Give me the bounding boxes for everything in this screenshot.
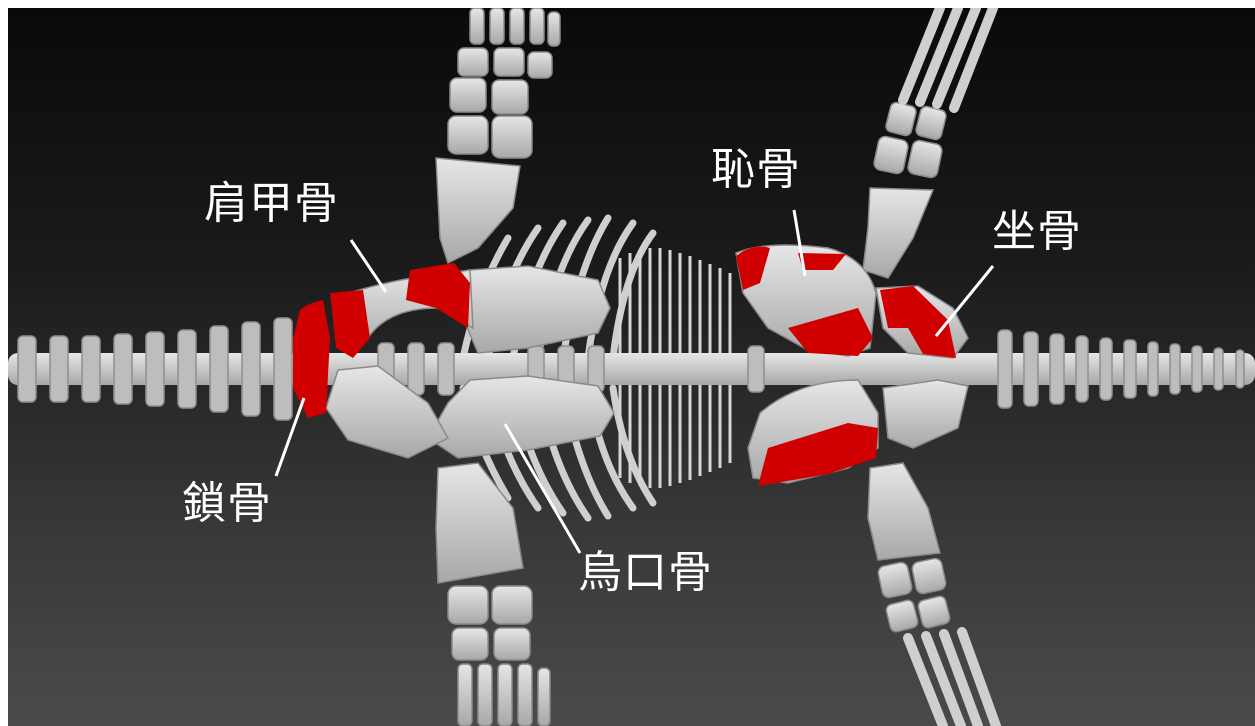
scapula-label: 肩甲骨 (204, 182, 339, 226)
clavicle-label: 鎖骨 (182, 482, 272, 526)
clavicle-highlight (293, 300, 330, 418)
skeleton-illustration (8, 8, 1255, 726)
rear-right-flipper (868, 463, 996, 726)
ischium-pointer (936, 266, 993, 336)
scapula-highlight-2 (406, 263, 470, 328)
skeleton-render: 肩甲骨 鎖骨 烏口骨 恥骨 坐骨 (8, 8, 1255, 726)
pubis-label: 恥骨 (711, 148, 801, 192)
coracoid-lower (428, 376, 614, 458)
rear-left-flipper (863, 8, 993, 278)
front-left-flipper (436, 8, 560, 263)
ischium-label: 坐骨 (992, 210, 1082, 254)
scapula-highlight-1 (330, 290, 370, 358)
scapula-pointer (351, 240, 386, 292)
ischium-lower (883, 380, 968, 448)
coracoid-label: 烏口骨 (578, 551, 713, 595)
